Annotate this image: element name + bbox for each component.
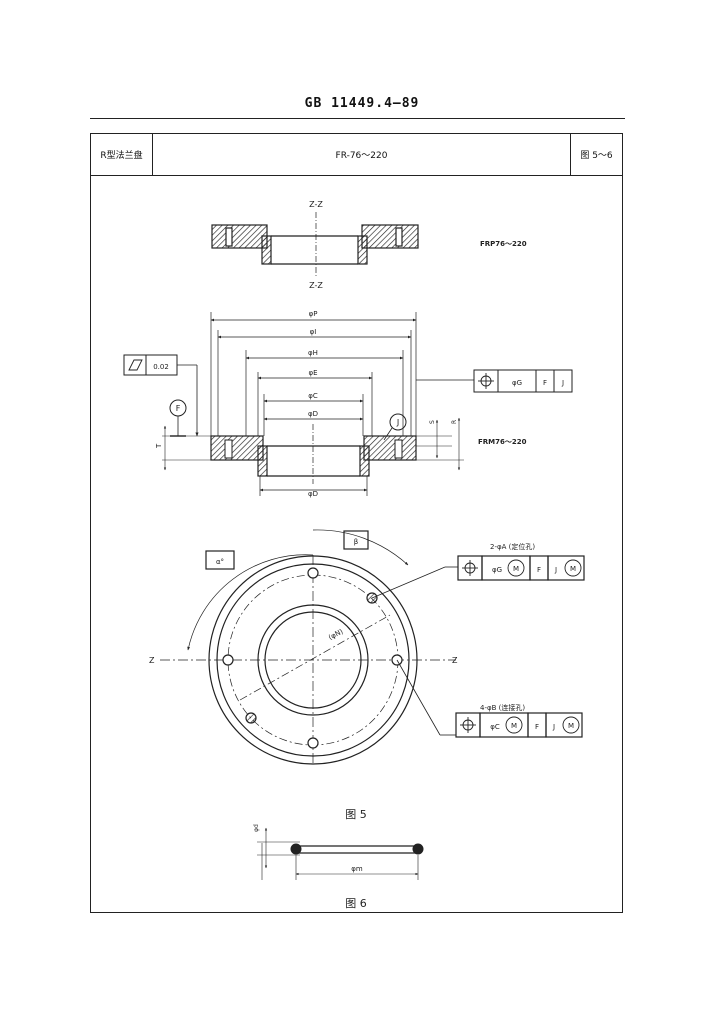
figure-6-caption: 图 6	[345, 897, 367, 910]
hole-a-frame-dia: φG	[492, 566, 502, 574]
title-cell-model: FR-76～220	[153, 134, 571, 175]
frp-label: FRP76～220	[480, 240, 527, 248]
hole-b-frame-mod2: M	[568, 722, 574, 730]
title-cell-figures: 图 5～6	[580, 151, 613, 161]
hole-a-frame-datum1: F	[537, 566, 541, 574]
dim-s-label: S	[429, 420, 436, 424]
hole-b-frame-datum2: J	[552, 723, 555, 731]
hole-a-note: 2-φA (定位孔)	[490, 542, 535, 551]
hole-a-frame-mod: M	[513, 565, 519, 573]
drawing-frame: R型法兰盘 FR-76～220 图 5～6	[90, 133, 623, 913]
dim-h-label: φH	[308, 349, 318, 357]
axis-z-left: Z	[149, 656, 155, 665]
frm-label: FRM76～220	[478, 438, 527, 446]
flatness-value: 0.02	[153, 363, 169, 371]
hole-a-frame-datum2: J	[554, 566, 557, 574]
datum-j-label: J	[396, 418, 399, 427]
section-label-bottom: Z-Z	[309, 281, 323, 290]
hole-b-frame-dia: φC	[490, 723, 500, 731]
section-label-top: Z-Z	[309, 200, 323, 209]
dim-d-bottom-label: φD	[308, 490, 318, 498]
dim-e-label: φE	[308, 369, 317, 377]
frp-section-view: Z-Z Z-Z FRP76～220	[211, 200, 527, 290]
plan-view: Z Z (φN) α° β 2-φA (定位孔) φG M F J M 4-φB…	[149, 529, 585, 765]
dim-d-top-label: φD	[308, 410, 318, 418]
title-cell-type: R型法兰盘	[91, 134, 153, 175]
dim-c-label: φC	[308, 392, 318, 400]
position-frame-1-datum1: F	[543, 379, 547, 387]
diameter-dimensions	[210, 312, 417, 436]
angle-beta-label: β	[354, 538, 358, 546]
position-frame-1-dia: φG	[512, 379, 522, 387]
standard-code-header: GB 11449.4—89	[304, 96, 420, 111]
figure-6-oring: φd φm	[253, 824, 424, 880]
hole-a-frame-mod2: M	[570, 565, 576, 573]
dim-r-label: R	[451, 420, 458, 424]
hole-b-frame-mod: M	[511, 722, 517, 730]
pcd-label: (φN)	[327, 627, 345, 641]
frm-section-view: φP φI φH φE φC φD φD F 0.02	[123, 310, 573, 498]
axis-z-right: Z	[452, 656, 458, 665]
hole-b-note: 4-φB (连接孔)	[480, 703, 525, 712]
dim-t-label: T	[155, 443, 163, 449]
figure-5-caption: 图 5	[345, 808, 367, 821]
header-rule	[90, 118, 625, 119]
dim-m-label: φm	[351, 865, 363, 873]
angle-alpha-label: α°	[216, 558, 224, 566]
dim-i-label: φI	[310, 328, 317, 336]
position-frame-1-datum2: J	[561, 379, 564, 387]
dim-p-label: φP	[309, 310, 318, 318]
hole-b-frame-datum1: F	[535, 723, 539, 731]
datum-f-label: F	[176, 404, 181, 413]
dim-d-small-label: φd	[253, 824, 260, 832]
title-row: R型法兰盘 FR-76～220 图 5～6	[91, 134, 622, 176]
